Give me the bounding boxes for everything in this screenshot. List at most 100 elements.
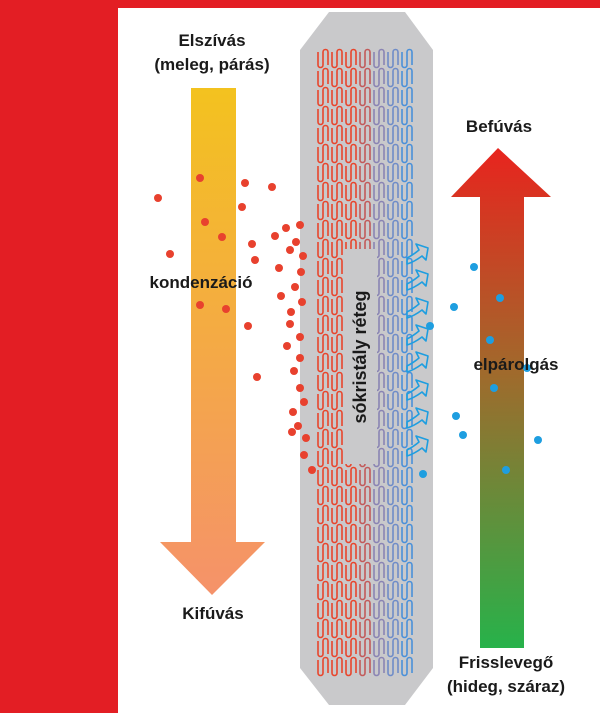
fin-coil — [345, 219, 357, 240]
fin-coil — [345, 523, 357, 544]
fin-coil — [387, 390, 399, 411]
fin-coil — [317, 238, 329, 259]
fin-coil — [359, 561, 371, 582]
red-droplet — [296, 221, 304, 229]
fin-coil — [401, 466, 413, 487]
fin-coil — [401, 219, 413, 240]
fin-coil — [317, 390, 329, 411]
fin-coil — [331, 466, 343, 487]
salt-layer-label: sókristály réteg — [350, 290, 370, 423]
fin-coil — [345, 599, 357, 620]
fin-coil — [331, 124, 343, 145]
fin-coil — [345, 124, 357, 145]
fin-coil — [345, 162, 357, 183]
red-droplet — [268, 183, 276, 191]
fin-coil — [345, 86, 357, 107]
fin-coil — [387, 86, 399, 107]
fin-coil — [331, 390, 343, 411]
fin-coil — [331, 428, 343, 449]
red-droplet — [297, 268, 305, 276]
fin-coil — [317, 656, 329, 677]
fin-coil — [387, 162, 399, 183]
fin-coil — [387, 523, 399, 544]
fin-coil — [317, 599, 329, 620]
fin-coil — [387, 295, 399, 316]
fin-coil — [317, 200, 329, 221]
fin-coil — [387, 580, 399, 601]
fin-coil — [317, 561, 329, 582]
fin-coil — [331, 48, 343, 69]
fin-coil — [317, 219, 329, 240]
fin-coil — [359, 656, 371, 677]
fin-coil — [345, 542, 357, 563]
fin-coil — [373, 200, 385, 221]
fin-coil — [359, 542, 371, 563]
fin-coil — [387, 238, 399, 259]
fin-coil — [359, 162, 371, 183]
fin-coil — [373, 67, 385, 88]
red-droplet — [289, 408, 297, 416]
fin-coil — [317, 371, 329, 392]
fin-coil — [401, 181, 413, 202]
fin-coil — [373, 485, 385, 506]
red-droplet — [296, 354, 304, 362]
fin-coil — [317, 485, 329, 506]
fin-coil — [359, 637, 371, 658]
condensation-label: kondenzáció — [150, 273, 253, 292]
fin-coil — [401, 352, 413, 373]
fin-coil — [401, 371, 413, 392]
fin-coil — [331, 333, 343, 354]
fin-coil — [317, 637, 329, 658]
fin-coil — [317, 86, 329, 107]
salt-layer-label-bg — [343, 249, 377, 464]
fin-coil — [401, 447, 413, 468]
fin-coil — [387, 352, 399, 373]
fin-coil — [401, 523, 413, 544]
fin-coil — [373, 48, 385, 69]
red-droplet — [241, 179, 249, 187]
blue-droplet — [450, 303, 458, 311]
red-droplet — [251, 256, 259, 264]
fin-coil — [401, 86, 413, 107]
red-droplet — [218, 233, 226, 241]
fin-coil — [331, 67, 343, 88]
fin-coil — [317, 428, 329, 449]
fin-coil — [317, 523, 329, 544]
fin-coil — [345, 561, 357, 582]
fin-coil — [401, 485, 413, 506]
fin-coil — [359, 200, 371, 221]
fin-coil — [331, 352, 343, 373]
fin-coil — [387, 504, 399, 525]
fin-coil — [387, 466, 399, 487]
red-droplet — [154, 194, 162, 202]
red-droplet — [196, 174, 204, 182]
fin-coil — [387, 618, 399, 639]
blue-droplet — [502, 466, 510, 474]
fin-coil — [331, 599, 343, 620]
fin-coil — [387, 371, 399, 392]
vapor-curl-icon — [406, 379, 429, 401]
fin-coil — [359, 580, 371, 601]
fin-coil — [373, 86, 385, 107]
red-droplet — [196, 301, 204, 309]
fin-coil — [387, 656, 399, 677]
fin-coil — [345, 580, 357, 601]
fin-coil — [331, 409, 343, 430]
fin-coil — [345, 67, 357, 88]
fin-coil — [401, 561, 413, 582]
red-droplet — [286, 246, 294, 254]
fin-coil — [401, 124, 413, 145]
fin-coil — [331, 86, 343, 107]
fin-coil — [387, 124, 399, 145]
fin-coil — [317, 257, 329, 278]
blue-droplet — [534, 436, 542, 444]
fin-coil — [331, 523, 343, 544]
fin-coil — [317, 618, 329, 639]
vapor-curl-icon — [406, 269, 429, 291]
fin-coil — [387, 485, 399, 506]
fin-coil — [331, 561, 343, 582]
fin-coil — [387, 181, 399, 202]
supply-out-label: Befúvás — [466, 117, 532, 136]
fin-coil — [359, 124, 371, 145]
